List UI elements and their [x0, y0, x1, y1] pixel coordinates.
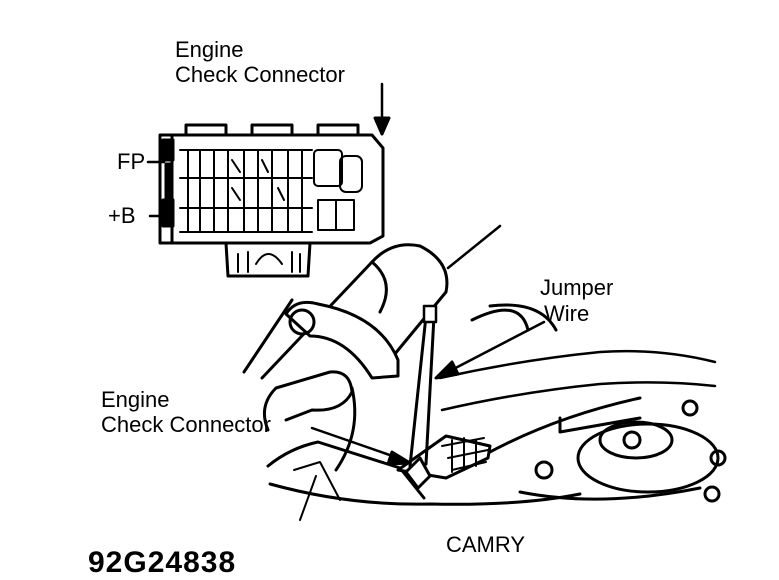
lower-connector-label-line2: Check Connector: [101, 412, 271, 437]
jumper-wire-label-line1: Jumper: [540, 275, 614, 300]
top-connector-label-line1: Engine: [175, 37, 244, 62]
engine-check-connector-diagram: [146, 82, 727, 521]
jumper-wire-label-line2: Wire: [544, 301, 590, 326]
plus-b-pin-label: +B: [108, 203, 136, 228]
figure-id: 92G24838: [88, 546, 237, 579]
connector-detail-drawing: [158, 123, 385, 278]
fp-pin-label: FP: [117, 149, 146, 174]
jumper-wire-arrow: [434, 320, 546, 380]
model-label: CAMRY: [446, 532, 526, 557]
engine-compartment-drawing: [242, 224, 727, 521]
jumper-wire: [408, 304, 438, 468]
lower-connector-label-line1: Engine: [101, 387, 170, 412]
lower-connector-arrow: [310, 426, 412, 466]
top-connector-arrow: [373, 82, 391, 136]
top-connector-label-line2: Check Connector: [175, 62, 345, 87]
